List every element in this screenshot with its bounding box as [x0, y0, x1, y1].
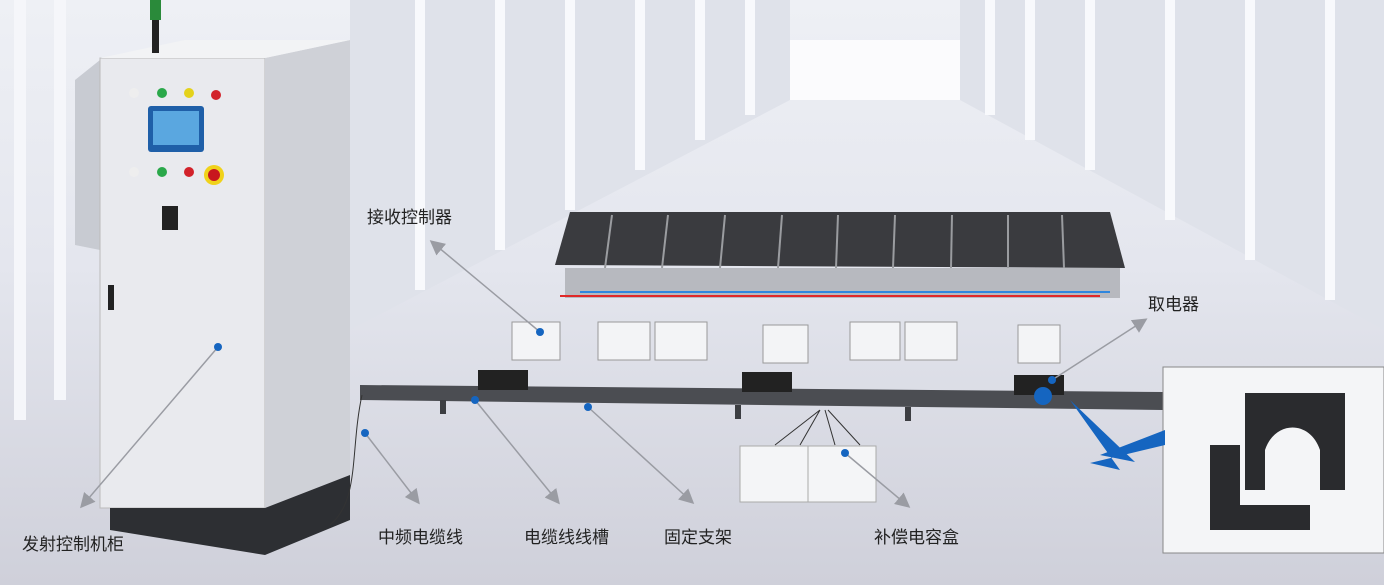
label-mf-cable: 中频电缆线	[378, 528, 463, 548]
label-fixed-bracket: 固定支架	[664, 528, 732, 548]
marker-dots	[214, 328, 1056, 457]
label-capacitor-box: 补偿电容盒	[874, 528, 959, 548]
corridor-background	[14, 0, 1384, 420]
label-transmitter-cabinet: 发射控制机柜	[22, 535, 124, 555]
label-pickup: 取电器	[1148, 295, 1199, 315]
pickup-inset	[1070, 366, 1384, 554]
receiver-controllers	[511, 321, 1061, 364]
capacitor-boxes	[739, 409, 877, 503]
transmitter-cabinet	[75, 0, 350, 555]
label-receiver-controller: 接收控制器	[367, 208, 452, 228]
leader-lines	[80, 240, 1148, 509]
conveyor-plates	[555, 212, 1125, 298]
label-cable-trough: 电缆线线槽	[524, 528, 609, 548]
